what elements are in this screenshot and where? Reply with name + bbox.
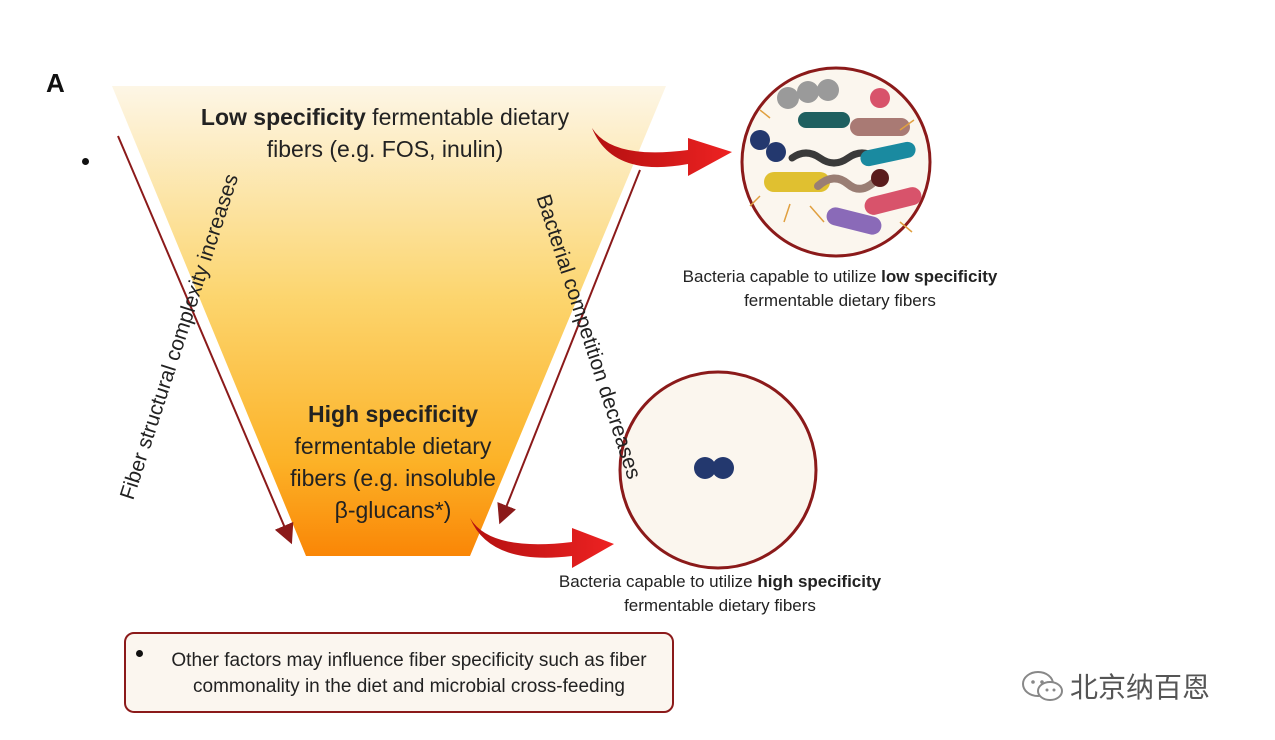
competition-arrow — [497, 169, 641, 525]
high-specificity-caption: Bacteria capable to utilize high specifi… — [520, 570, 920, 618]
wechat-icon — [1022, 671, 1063, 701]
diverse-bacteria-circle — [740, 66, 932, 258]
curved-arrow-icon — [470, 518, 614, 568]
note-line2: commonality in the diet and microbial cr… — [193, 676, 625, 697]
low-specificity-rest: fermentable dietary — [365, 104, 570, 130]
bullet-icon — [82, 158, 89, 165]
low-specificity-example: fibers (e.g. FOS, inulin) — [266, 136, 504, 162]
low-specificity-bold: Low specificity — [200, 104, 366, 130]
note-box — [124, 632, 674, 713]
high-specificity-label: High specificity fermentable dietary fib… — [268, 398, 518, 526]
caption-high-prefix: Bacteria capable to utilize — [558, 572, 758, 591]
specificity-funnel — [112, 86, 666, 556]
watermark-text: 北京纳百恩 — [1070, 672, 1211, 703]
caption-low-bold: low specificity — [881, 267, 998, 286]
low-specificity-label: Low specificity fermentable dietary fibe… — [190, 101, 580, 165]
high-specificity-bold: High specificity — [308, 401, 478, 427]
high-specificity-line4: β-glucans*) — [334, 497, 452, 523]
curved-arrow-icon — [592, 128, 732, 176]
specific-bacteria-circle — [618, 370, 818, 570]
high-specificity-line3: fibers (e.g. insoluble — [290, 465, 496, 491]
caption-low-line2: fermentable dietary fibers — [744, 291, 936, 310]
caption-low-prefix: Bacteria capable to utilize — [682, 267, 882, 286]
note-line1: Other factors may influence fiber specif… — [171, 650, 647, 671]
watermark: 北京纳百恩 — [1020, 666, 1210, 706]
bullet-icon — [136, 650, 143, 657]
note-text: Other factors may influence fiber specif… — [144, 648, 674, 700]
low-specificity-caption: Bacteria capable to utilize low specific… — [640, 265, 1040, 313]
caption-high-line2: fermentable dietary fibers — [624, 596, 816, 615]
caption-high-bold: high specificity — [757, 572, 882, 591]
complexity-arrow — [117, 135, 294, 545]
panel-label: A — [46, 68, 65, 98]
high-specificity-line2: fermentable dietary — [294, 433, 492, 459]
